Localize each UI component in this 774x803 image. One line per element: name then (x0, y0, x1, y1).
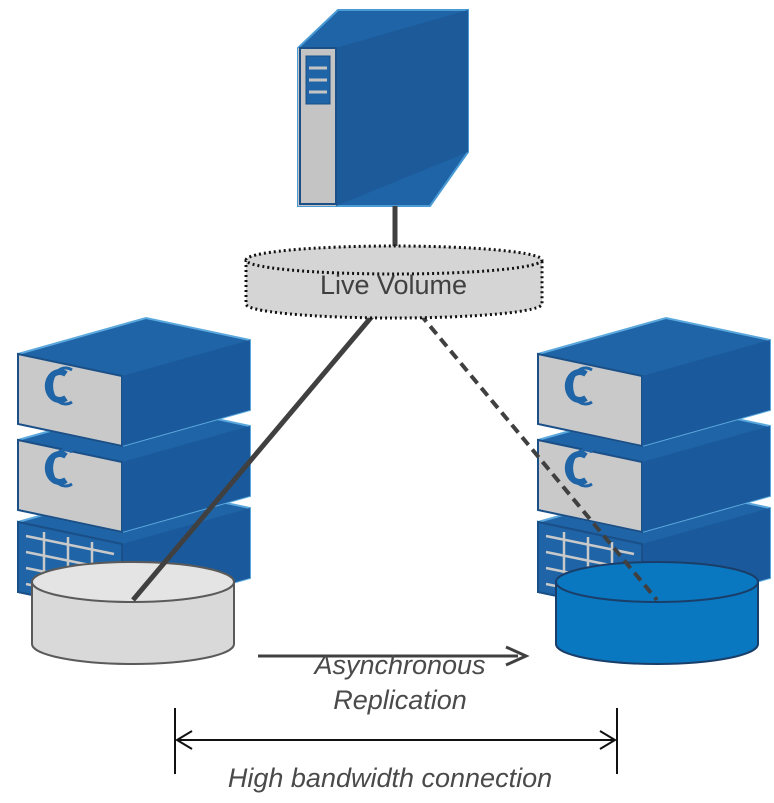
host-server-icon (297, 9, 469, 207)
bandwidth-dimension-line (174, 708, 618, 774)
secondary-volume-disk-icon (555, 561, 759, 665)
primary-volume-disk-icon (31, 561, 235, 665)
standby-path-line (418, 312, 659, 602)
bandwidth-label: High bandwidth connection (227, 763, 553, 793)
live-volume-label: Live Volume (319, 270, 468, 300)
replication-label-line2: Replication (333, 685, 467, 715)
active-path-line (131, 312, 376, 602)
replication-label: Asynchronous Replication (250, 648, 550, 718)
replication-label-line1: Asynchronous (314, 650, 486, 680)
live-volume-disk-icon (244, 244, 544, 320)
replication-arrow (258, 645, 530, 667)
